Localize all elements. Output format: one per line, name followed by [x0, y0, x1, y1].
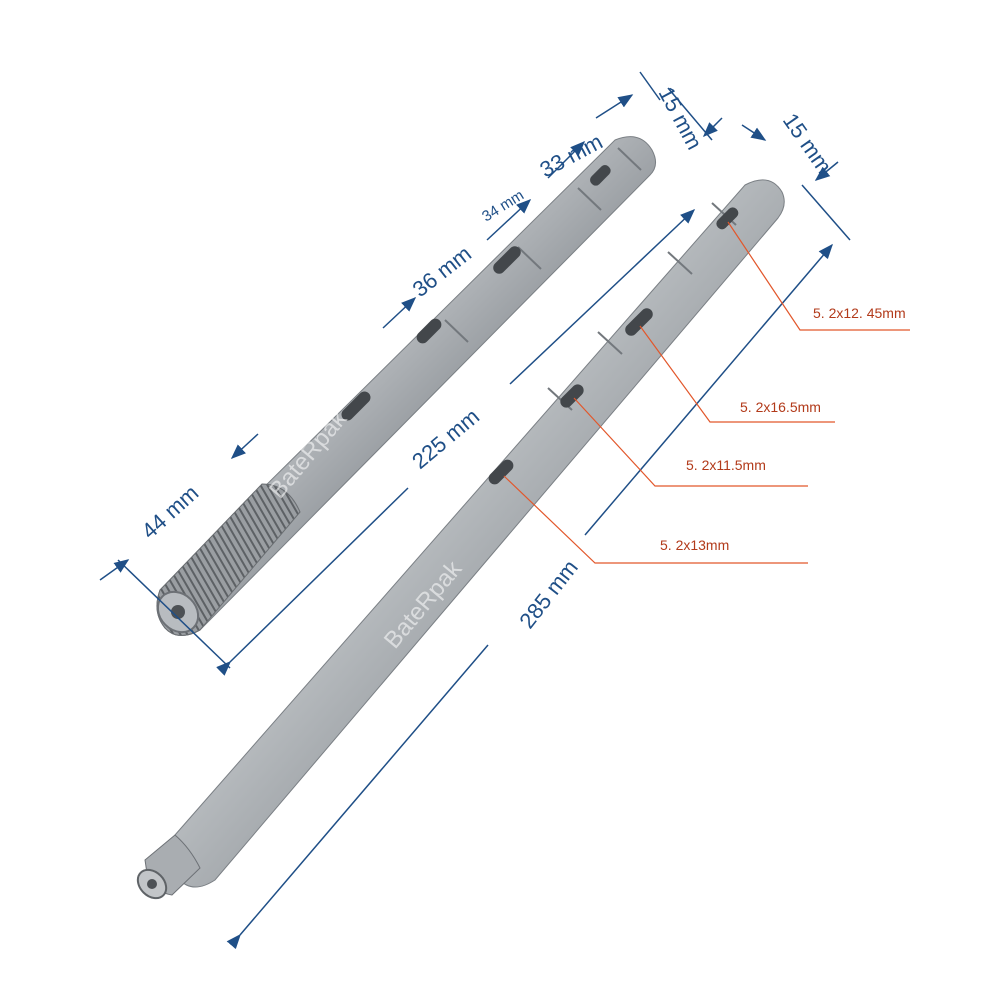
- slot-callout-labels: 5. 2x12. 45mm 5. 2x16.5mm 5. 2x11.5mm 5.…: [660, 305, 906, 553]
- shaft-a-total-label: 225 mm: [407, 404, 484, 474]
- shaft-b-slot-3: [560, 384, 584, 408]
- slot-label-2: 5. 2x16.5mm: [740, 399, 821, 415]
- shaft-a-slot: [493, 246, 521, 274]
- shaft-a-thread-label: 44 mm: [137, 480, 204, 544]
- shaft-b-dimensions: [226, 124, 851, 950]
- slot-label-1: 5. 2x12. 45mm: [813, 305, 906, 321]
- shaft-b-diameter-label: 15 mm: [778, 109, 837, 178]
- shaft-a-slot-pitch-label: 34 mm: [479, 187, 527, 226]
- shaft-a: BateRpak: [156, 136, 656, 636]
- shaft-a-slot: [341, 391, 371, 421]
- slot-label-3: 5. 2x11.5mm: [686, 457, 766, 473]
- slot-callouts: [503, 221, 910, 564]
- slot-label-4: 5. 2x13mm: [660, 537, 729, 553]
- shaft-b-slot-2: [625, 308, 653, 336]
- shaft-b-total-label: 285 mm: [514, 555, 583, 633]
- shaft-a-slot: [590, 165, 611, 186]
- shaft-b-slot-1: [716, 207, 739, 230]
- shaft-a-slot: [416, 318, 442, 344]
- shaft-b-slot-4: [488, 459, 514, 485]
- shaft-a-diameter-label: 15 mm: [654, 83, 708, 154]
- shaft-b-dimension-labels: 15 mm 285 mm: [514, 109, 837, 634]
- shaft-a-dimensions: [99, 71, 723, 676]
- shaft-b-torx-socket: [147, 879, 157, 889]
